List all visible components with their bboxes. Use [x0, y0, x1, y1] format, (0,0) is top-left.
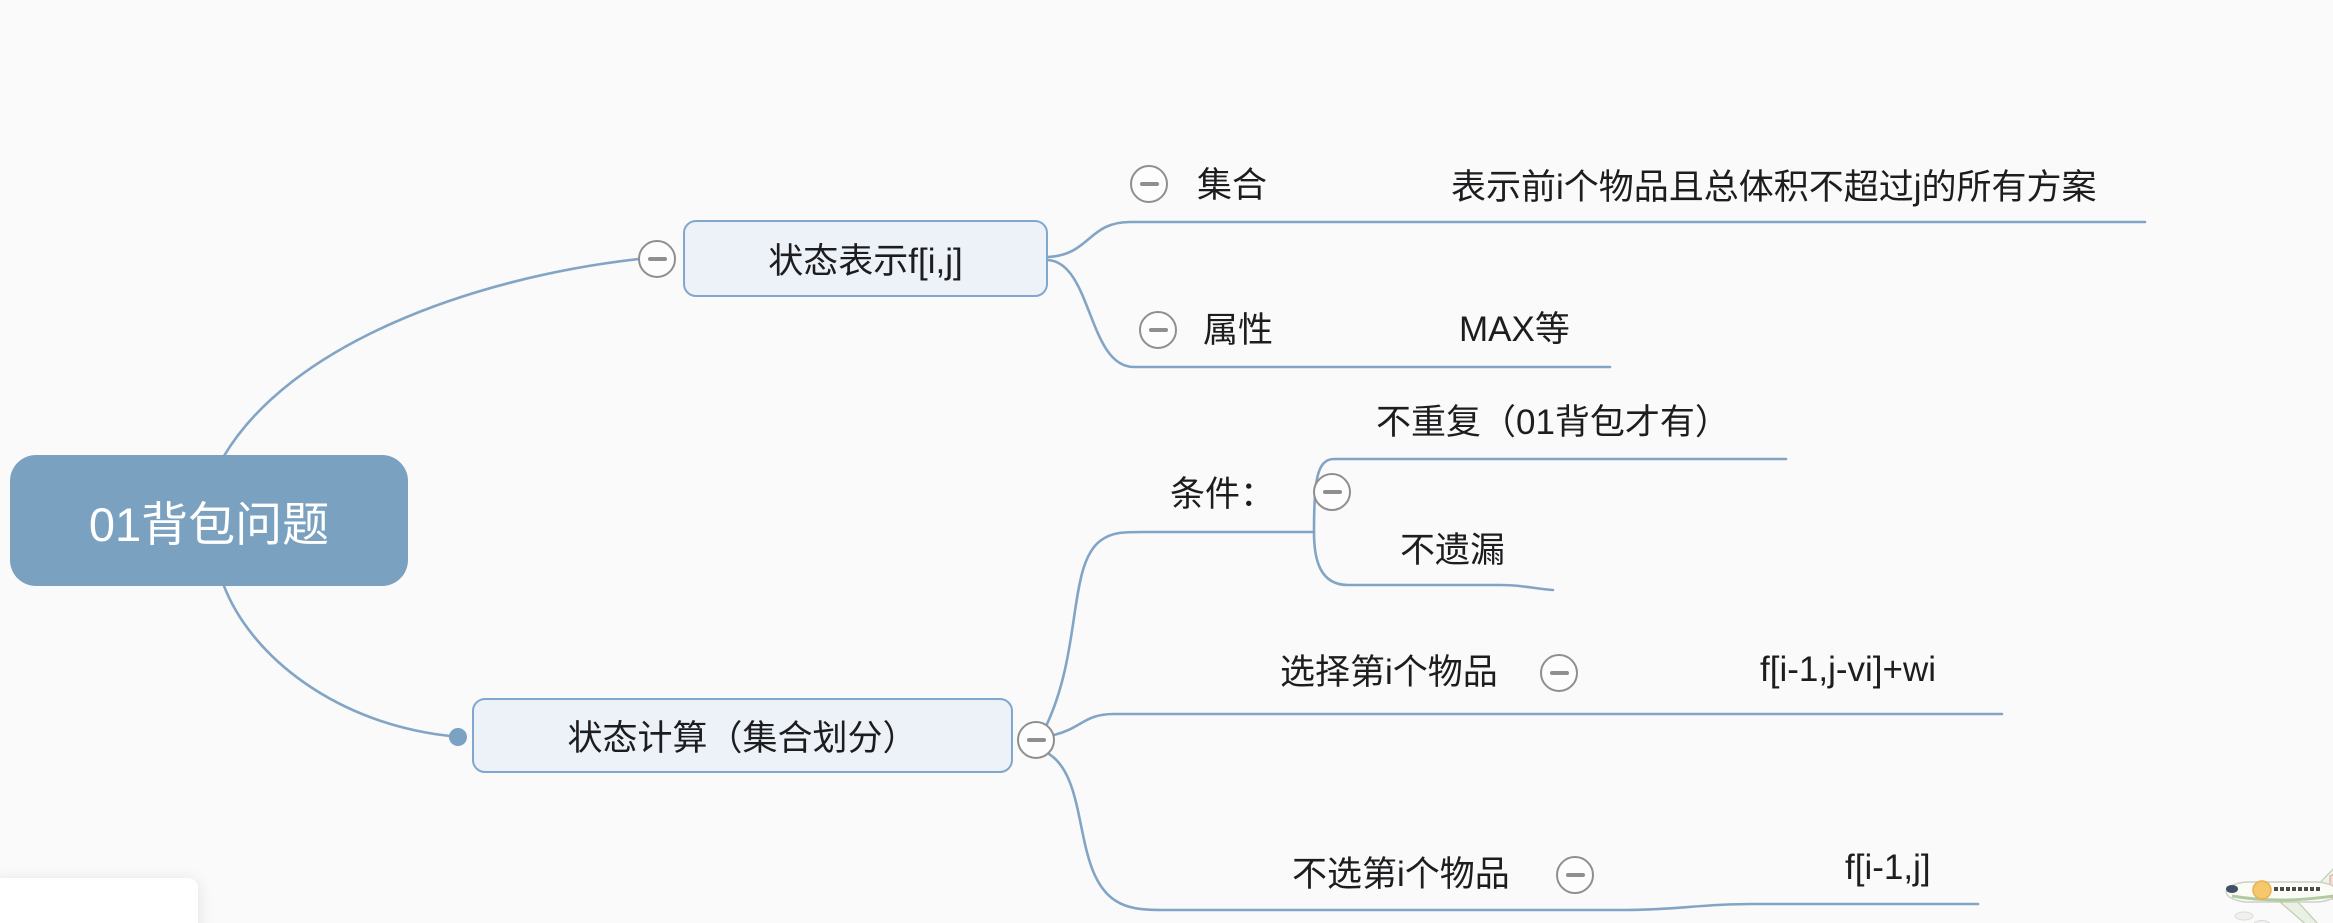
minus-glyph — [647, 257, 667, 261]
subtopic-set-value[interactable]: 表示前i个物品且总体积不超过j的所有方案 — [1451, 168, 2097, 207]
subtopic-attribute-value[interactable]: MAX等 — [1459, 310, 1570, 349]
junction-dot — [449, 728, 467, 746]
subtopic-condition-label[interactable]: 条件： — [1170, 475, 1276, 514]
branch-state-computation[interactable]: 状态计算（集合划分） — [472, 698, 1013, 773]
branch-state-representation[interactable]: 状态表示f[i,j] — [683, 220, 1048, 297]
subtopic-skip-item-label[interactable]: 不选第i个物品 — [1292, 855, 1510, 894]
edge-condition-to-norepeat — [1312, 457, 1788, 534]
edge-to-skip-item — [1047, 752, 1980, 912]
edge-to-condition — [1045, 530, 1316, 726]
collapse-icon[interactable] — [1139, 311, 1177, 349]
floating-panel-corner — [0, 878, 198, 923]
minus-glyph — [1565, 873, 1585, 877]
edge-to-pick-item — [1052, 712, 2004, 737]
edge-root-to-state-representation — [222, 257, 641, 458]
collapse-icon[interactable] — [1556, 856, 1594, 894]
root-topic[interactable]: 01背包问题 — [10, 455, 408, 586]
subtopic-attribute-label[interactable]: 属性 — [1203, 311, 1274, 350]
leaf-no-repeat[interactable]: 不重复（01背包才有） — [1376, 403, 1730, 442]
minus-glyph — [1026, 738, 1046, 742]
subtopic-pick-item-value[interactable]: f[i-1,j-vi]+wi — [1760, 650, 1936, 689]
collapse-icon[interactable] — [638, 240, 676, 278]
subtopic-skip-item-value[interactable]: f[i-1,j] — [1845, 848, 1931, 887]
minus-glyph — [1549, 671, 1569, 675]
edge-to-attribute — [1046, 258, 1612, 369]
edge-condition-to-noomission — [1312, 530, 1555, 592]
minus-glyph — [1322, 490, 1342, 494]
subtopic-set-label[interactable]: 集合 — [1197, 166, 1268, 205]
subtopic-pick-item-label[interactable]: 选择第i个物品 — [1280, 653, 1498, 692]
collapse-icon[interactable] — [1540, 654, 1578, 692]
collapse-icon[interactable] — [1130, 165, 1168, 203]
leaf-no-omission[interactable]: 不遗漏 — [1400, 531, 1506, 570]
minus-glyph — [1148, 328, 1168, 332]
collapse-icon[interactable] — [1017, 721, 1055, 759]
minus-glyph — [1139, 182, 1159, 186]
airplane-sticker[interactable] — [2218, 858, 2333, 923]
collapse-icon[interactable] — [1313, 473, 1351, 511]
edge-to-set-definition — [1046, 220, 2147, 259]
edge-root-to-state-computation — [222, 584, 452, 738]
